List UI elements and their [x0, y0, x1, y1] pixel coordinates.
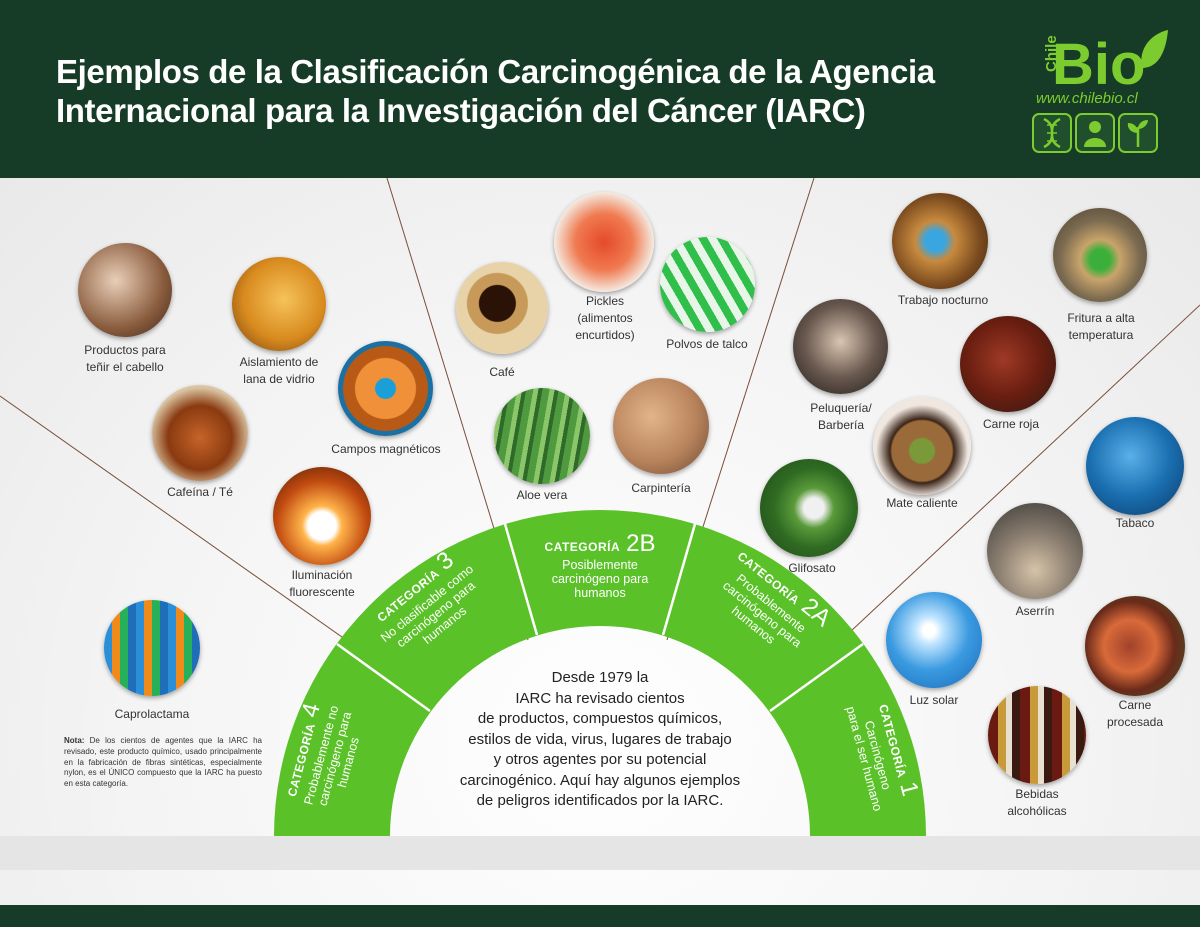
red-meat-image — [960, 316, 1056, 412]
dna-icon — [1032, 113, 1072, 153]
item-label: Aserrín — [1015, 604, 1055, 618]
tobacco-image — [1086, 417, 1184, 515]
category-arc — [274, 510, 926, 836]
barbershop-image — [793, 299, 888, 394]
page-title: Ejemplos de la Clasificación Carcinogéni… — [56, 53, 935, 129]
item-label: Aloe vera — [516, 488, 568, 502]
sawdust-image — [987, 503, 1083, 599]
glyphosate-image — [760, 459, 858, 557]
processed-meat-image — [1085, 596, 1185, 696]
item-label: Cafeína / Té — [167, 485, 233, 499]
person-icon — [1075, 113, 1115, 153]
carpentry-image — [613, 378, 709, 474]
item-label: Glifosato — [788, 561, 836, 575]
item-label: Luz solar — [909, 693, 959, 707]
aloe-vera-image — [494, 388, 590, 484]
divider-line-1-2a — [819, 304, 1200, 661]
sunlight-image — [886, 592, 982, 688]
coffee-image — [456, 262, 548, 354]
logo-bio-text: Bio — [1052, 32, 1145, 94]
item-label: Polvos de talco — [666, 337, 748, 351]
item-label: Campos magnéticos — [331, 442, 441, 456]
item-label: Productos para teñir el cabello — [84, 343, 166, 374]
divider-line-3-4 — [0, 395, 377, 662]
hair-dye-image — [78, 243, 172, 337]
tea-image — [152, 385, 248, 481]
high-temp-frying-image — [1053, 208, 1147, 302]
logo-url: www.chilebio.cl — [1036, 90, 1138, 107]
logo-chile-text: Chile — [1043, 35, 1060, 72]
bottom-band — [0, 836, 1200, 870]
item-label: Caprolactama — [114, 707, 190, 721]
hot-mate-image — [873, 397, 971, 495]
header-bar: Ejemplos de la Clasificación Carcinogéni… — [0, 0, 1200, 178]
glass-wool-image — [232, 257, 326, 351]
chilebio-logo: Chile Bio — [1043, 30, 1168, 94]
item-label: Carpintería — [631, 481, 691, 495]
item-label: Mate caliente — [886, 496, 958, 510]
plant-icon — [1118, 113, 1158, 153]
talc-powder-image — [660, 237, 755, 332]
night-work-image — [892, 193, 988, 289]
alcoholic-drinks-image — [988, 686, 1086, 784]
item-label: Fritura a alta temperatura — [1067, 311, 1135, 342]
item-label: Tabaco — [1115, 516, 1155, 530]
item-label: Carne procesada — [1106, 698, 1164, 729]
note-text: De los cientos de agentes que la IARC ha… — [64, 736, 262, 789]
arc-divider — [769, 642, 864, 713]
category-number: 2B — [626, 530, 656, 557]
center-description: Desde 1979 la IARC ha revisado cientos d… — [459, 669, 741, 809]
footer-bar — [0, 905, 1200, 927]
item-label: Bebidas alcohólicas — [1007, 787, 1067, 818]
fluorescent-light-image — [273, 467, 371, 565]
item-label: Aislamiento de lana de vidrio — [239, 355, 319, 386]
arc-divider — [661, 523, 697, 636]
item-label: Carne roja — [982, 417, 1040, 431]
note: Nota: De los cientos de agentes que la I… — [64, 736, 262, 790]
pickles-image — [554, 192, 654, 292]
category-description: Posiblemente carcinógeno para humanos — [551, 558, 649, 600]
caprolactama-image — [104, 600, 200, 696]
magnetic-fields-image — [338, 341, 433, 436]
arc-divider — [503, 523, 539, 636]
note-label: Nota: — [64, 736, 85, 745]
arc-divider — [336, 642, 431, 713]
leaf-icon — [1141, 30, 1168, 68]
item-label: Peluquería/ Barbería — [810, 401, 872, 432]
item-label: Café — [489, 365, 515, 379]
item-label: Pickles (alimentos encurtidos) — [575, 294, 635, 342]
item-label: Trabajo nocturno — [897, 293, 989, 307]
item-label: Iluminación fluorescente — [289, 568, 355, 599]
category-word: CATEGORÍA — [544, 540, 621, 554]
category-number: 1 — [894, 779, 924, 799]
category-number: 4 — [296, 700, 326, 721]
